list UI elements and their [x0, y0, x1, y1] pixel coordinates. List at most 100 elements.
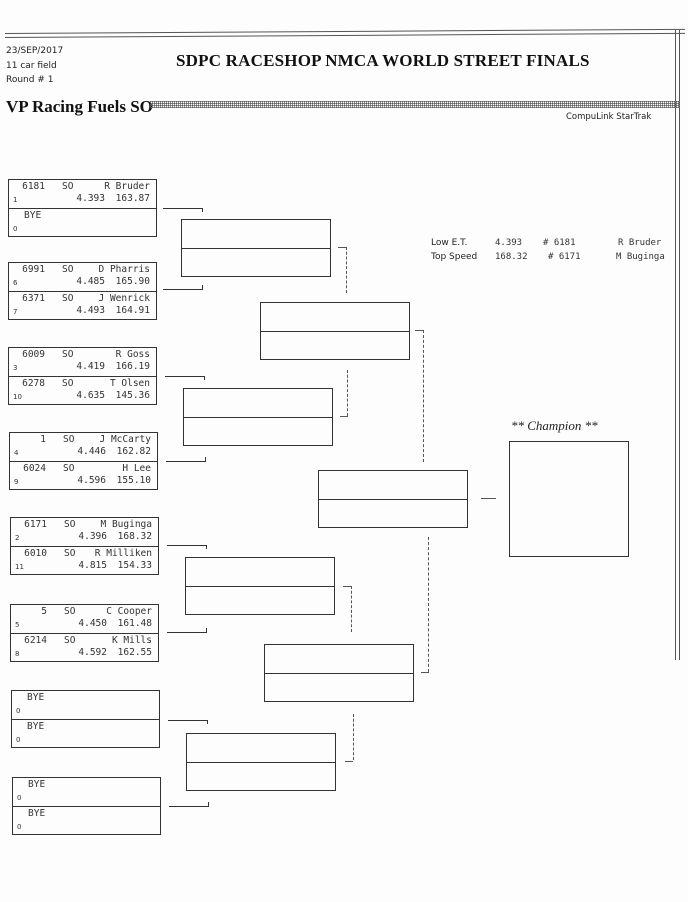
- top-border-rule: [5, 28, 686, 38]
- class-label: SO: [62, 181, 74, 192]
- seed-number: 6: [13, 279, 18, 287]
- car-number: 6171: [24, 519, 47, 530]
- connector: [168, 720, 208, 721]
- lane-entry: BYE 0: [12, 719, 159, 748]
- connector: [202, 285, 203, 289]
- connector: [481, 498, 496, 499]
- class-label: SO: [62, 264, 74, 275]
- elapsed-time: 4.485: [76, 276, 105, 287]
- connector: [167, 545, 207, 546]
- low-et-label: Low E.T.: [431, 238, 468, 248]
- round-2-slot: [183, 388, 333, 446]
- driver-name: H Lee: [122, 463, 151, 474]
- seed-number: 5: [15, 621, 20, 629]
- connector: [415, 330, 423, 331]
- driver-name: K Mills: [111, 635, 152, 646]
- car-number: 6991: [22, 264, 45, 275]
- class-label: SO: [63, 434, 75, 445]
- top-speed-car: # 6171: [548, 252, 581, 262]
- elapsed-time: 4.493: [76, 305, 105, 316]
- round-2-slot: [185, 557, 335, 615]
- car-number: 6009: [22, 349, 45, 360]
- connector: [343, 586, 351, 587]
- elapsed-time: 4.635: [76, 390, 105, 401]
- class-title: VP Racing Fuels SO: [6, 97, 153, 116]
- trap-speed: 166.19: [115, 361, 150, 372]
- top-speed-driver: M Buginga: [616, 252, 665, 262]
- class-label: SO: [62, 293, 74, 304]
- connector: [345, 761, 353, 762]
- class-label: SO: [62, 349, 74, 360]
- round-2-slot: [186, 733, 336, 791]
- class-label: SO: [64, 606, 76, 617]
- car-number: 6214: [24, 635, 47, 646]
- top-speed-label: Top Speed: [431, 252, 478, 262]
- class-label: SO: [64, 548, 76, 559]
- event-date: 23/SEP/2017: [6, 46, 64, 56]
- connector: [421, 672, 429, 673]
- champion-label: ** Champion **: [511, 418, 598, 433]
- driver-name: R Goss: [115, 349, 150, 360]
- trap-speed: 154.33: [117, 560, 152, 571]
- seed-number: 11: [15, 563, 24, 571]
- connector: [340, 416, 348, 417]
- elapsed-time: 4.393: [76, 193, 105, 204]
- connector: [347, 370, 348, 416]
- connector: [204, 376, 205, 380]
- class-label: SO: [62, 378, 74, 389]
- driver-name: M Buginga: [100, 519, 152, 530]
- connector: [428, 537, 429, 672]
- final-slot: [318, 470, 468, 528]
- seed-number: 7: [13, 308, 18, 316]
- field-size: 11 car field: [6, 61, 57, 71]
- car-number: 5: [41, 606, 47, 617]
- elapsed-time: 4.815: [78, 560, 107, 571]
- bye-label: BYE: [27, 721, 45, 732]
- trap-speed: 161.48: [117, 618, 152, 629]
- elapsed-time: 4.396: [78, 531, 107, 542]
- top-speed-value: 168.32: [495, 252, 528, 262]
- elapsed-time: 4.419: [76, 361, 105, 372]
- connector: [167, 632, 207, 633]
- car-number: 6024: [23, 463, 46, 474]
- connector: [166, 461, 206, 462]
- seed-number: 0: [13, 225, 18, 233]
- seed-number: 0: [17, 794, 22, 802]
- elapsed-time: 4.592: [78, 647, 107, 658]
- round-2-slot: [181, 219, 331, 277]
- driver-name: D Pharris: [98, 264, 150, 275]
- event-title: SDPC RACESHOP NMCA WORLD STREET FINALS: [176, 51, 590, 70]
- bye-label: BYE: [28, 808, 46, 819]
- elapsed-time: 4.596: [77, 475, 106, 486]
- seed-number: 8: [15, 650, 20, 658]
- seed-number: 10: [13, 393, 22, 401]
- right-border-rule: [675, 30, 680, 660]
- trap-speed: 162.82: [116, 446, 151, 457]
- connector: [207, 720, 208, 724]
- seed-number: 0: [16, 736, 21, 744]
- trap-speed: 155.10: [116, 475, 151, 486]
- car-number: 6181: [22, 181, 45, 192]
- trap-speed: 165.90: [115, 276, 150, 287]
- car-number: 6371: [22, 293, 45, 304]
- connector: [206, 628, 207, 632]
- elapsed-time: 4.446: [77, 446, 106, 457]
- connector: [206, 545, 207, 549]
- elapsed-time: 4.450: [78, 618, 107, 629]
